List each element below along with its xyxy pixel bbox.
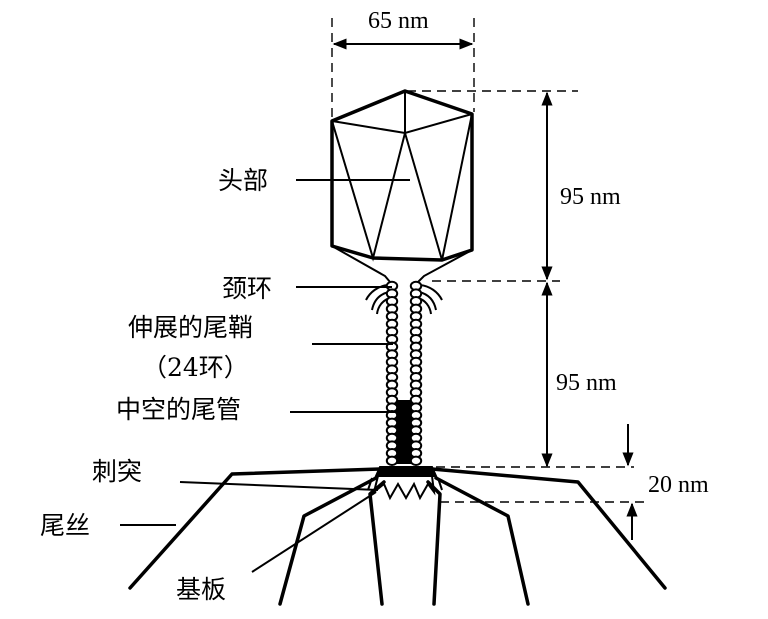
tail-sheath: [385, 280, 423, 466]
dimension-tail-length: [436, 281, 634, 468]
label-spike: 刺突: [92, 457, 142, 486]
dimension-head-width: [331, 18, 475, 118]
label-collar: 颈环: [222, 274, 272, 303]
label-base-plate: 基板: [176, 575, 226, 604]
dimension-head-length: [407, 90, 578, 282]
label-tail-fiber: 尾丝: [40, 511, 90, 540]
dimension-base-plate: [440, 424, 644, 540]
sheath-bead: [409, 455, 423, 466]
leader-lines: [120, 179, 410, 573]
dim-head-length: 95 nm: [560, 184, 621, 210]
collar-whiskers: [365, 284, 443, 315]
label-tube: 中空的尾管: [116, 395, 241, 424]
dim-head-width: 65 nm: [368, 8, 429, 34]
label-sheath: 伸展的尾鞘: [128, 313, 253, 342]
tail-fibers: [128, 467, 667, 606]
phage-head: [330, 89, 474, 283]
label-head: 头部: [218, 166, 268, 195]
labels: 头部 颈环 伸展的尾鞘 （24环） 中空的尾管 刺突 尾丝 基板 65 nm 9…: [40, 8, 709, 604]
dim-base-plate-height: 20 nm: [648, 472, 709, 498]
dim-tail-length: 95 nm: [556, 370, 617, 396]
label-sheath-rings: （24环）: [142, 353, 249, 382]
sheath-bead: [385, 455, 399, 466]
hollow-tube: [396, 400, 412, 464]
